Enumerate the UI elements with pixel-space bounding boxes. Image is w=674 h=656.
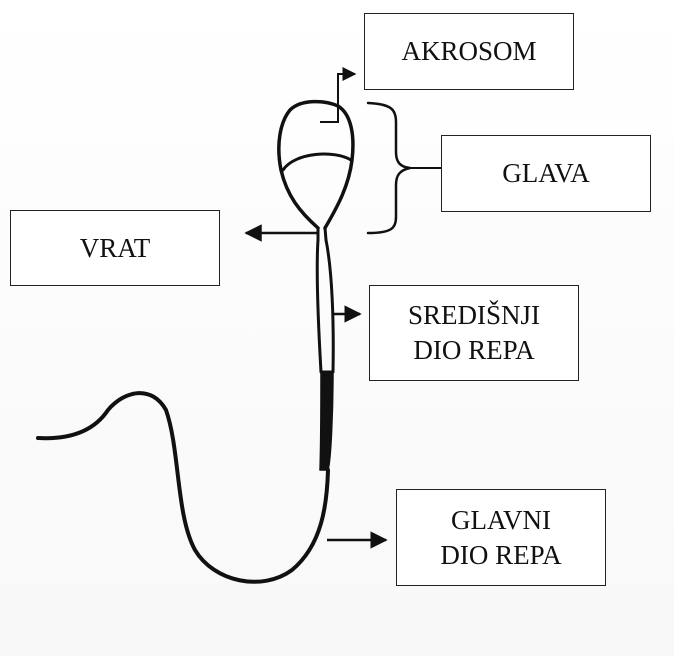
glava-bracket (368, 103, 410, 233)
glava-label-box: GLAVA (441, 135, 651, 212)
acrosome-boundary (283, 154, 351, 170)
glava-label: GLAVA (502, 156, 590, 191)
sredisnji-label-line2: DIO REPA (413, 333, 534, 368)
vrat-label-box: VRAT (10, 210, 220, 286)
glavni-label-line2: DIO REPA (440, 538, 561, 573)
sredisnji-dio-repa-label-box: SREDIŠNJI DIO REPA (369, 285, 579, 381)
sredisnji-label-line1: SREDIŠNJI (408, 298, 540, 333)
glavni-label-line1: GLAVNI (451, 503, 551, 538)
akrosom-pointer-arrow (320, 74, 355, 122)
principal-piece (320, 372, 333, 470)
midpiece-outline (317, 240, 333, 372)
head-outline (279, 102, 353, 228)
vrat-label: VRAT (80, 231, 151, 266)
akrosom-label: AKROSOM (401, 34, 536, 69)
glavni-dio-repa-label-box: GLAVNI DIO REPA (396, 489, 606, 586)
akrosom-label-box: AKROSOM (364, 13, 574, 90)
neck-outline (318, 228, 326, 240)
tail-curve (38, 393, 328, 582)
